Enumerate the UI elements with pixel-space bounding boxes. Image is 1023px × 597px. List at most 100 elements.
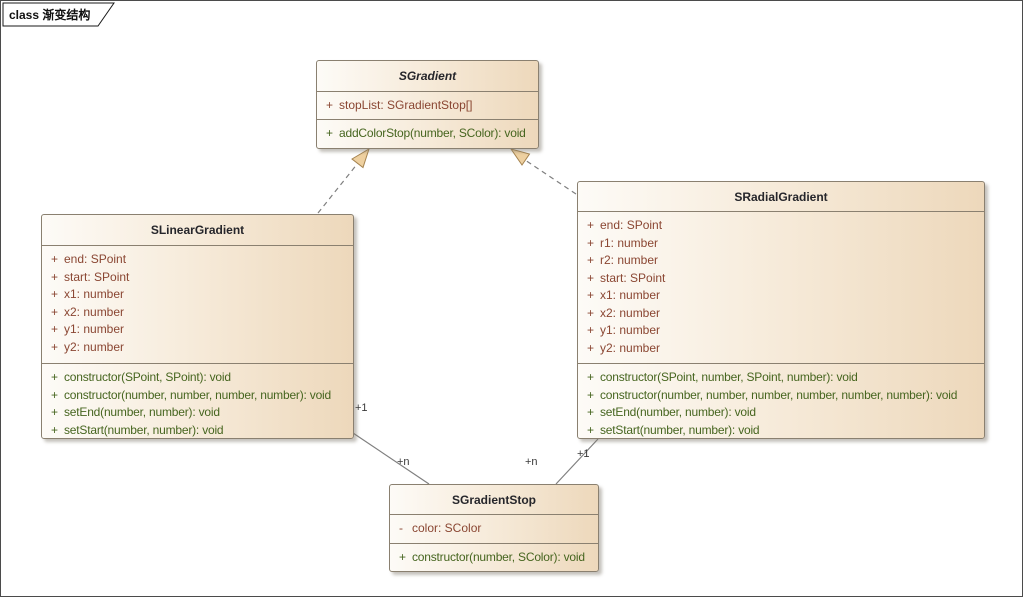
- operation-row: + setEnd(number, number): void: [578, 404, 984, 422]
- multiplicity-label-linear-target: +n: [397, 456, 410, 468]
- visibility-symbol: +: [587, 422, 595, 437]
- generalization-line-linear[interactable]: [317, 162, 359, 214]
- operation-row: + constructor(number, SColor): void: [390, 549, 598, 567]
- attribute-row: + x1: number: [42, 286, 353, 304]
- visibility-symbol: +: [587, 405, 595, 419]
- operation-row: + constructor(number, number, number, nu…: [42, 387, 353, 405]
- attribute-row: + start: SPoint: [42, 269, 353, 287]
- attribute-text: stopList: SGradientStop[]: [339, 98, 473, 112]
- operation-text: constructor(SPoint, number, SPoint, numb…: [600, 370, 858, 384]
- class-name-sgradient: SGradient: [317, 61, 538, 92]
- visibility-symbol: +: [326, 98, 334, 112]
- operation-row: + constructor(number, number, number, nu…: [578, 387, 984, 405]
- attribute-text: start: SPoint: [64, 269, 130, 284]
- visibility-symbol: +: [51, 322, 59, 336]
- attribute-text: r2: number: [600, 253, 659, 267]
- attributes-section: + end: SPoint + r1: number + r2: number …: [578, 212, 984, 364]
- operation-row: + setStart(number, number): void: [42, 422, 353, 440]
- visibility-symbol: +: [587, 340, 595, 355]
- operation-text: setStart(number, number): void: [600, 422, 760, 437]
- multiplicity-label-linear-source: +1: [355, 402, 368, 414]
- attribute-text: start: SPoint: [600, 270, 666, 285]
- class-name-sgradientstop: SGradientStop: [390, 485, 598, 515]
- visibility-symbol: +: [51, 287, 59, 301]
- operation-text: constructor(number, number, number, numb…: [64, 387, 331, 402]
- operation-text: setEnd(number, number): void: [600, 405, 756, 419]
- attribute-row: + y2: number: [42, 339, 353, 357]
- attribute-row: + y2: number: [578, 340, 984, 358]
- visibility-symbol: +: [587, 288, 595, 302]
- attribute-text: end: SPoint: [600, 218, 663, 232]
- attribute-row: + r2: number: [578, 252, 984, 270]
- attribute-text: r1: number: [600, 235, 659, 250]
- attribute-row: + x1: number: [578, 287, 984, 305]
- attribute-text: x2: number: [600, 305, 661, 320]
- attribute-row: + end: SPoint: [578, 217, 984, 235]
- visibility-symbol: +: [587, 387, 595, 402]
- attribute-row: + x2: number: [42, 304, 353, 322]
- visibility-symbol: +: [51, 422, 59, 437]
- attribute-row: + r1: number: [578, 235, 984, 253]
- visibility-symbol: +: [587, 253, 595, 267]
- association-line-radial-stop[interactable]: [555, 438, 599, 485]
- attribute-row: + y1: number: [42, 321, 353, 339]
- visibility-symbol: +: [51, 339, 59, 354]
- generalization-arrowhead-linear[interactable]: [351, 147, 370, 169]
- generalization-arrowhead-radial[interactable]: [509, 148, 531, 166]
- attribute-text: end: SPoint: [64, 252, 127, 266]
- visibility-symbol: +: [587, 235, 595, 250]
- operation-row: + addColorStop(number, SColor): void: [317, 125, 538, 143]
- generalization-line-radial[interactable]: [524, 159, 577, 195]
- attributes-section: + stopList: SGradientStop[]: [317, 92, 538, 120]
- attribute-text: y1: number: [600, 323, 661, 337]
- class-box-sradialgradient[interactable]: SRadialGradient + end: SPoint + r1: numb…: [577, 181, 985, 439]
- visibility-symbol: -: [399, 521, 403, 535]
- operation-row: + constructor(SPoint, SPoint): void: [42, 369, 353, 387]
- attribute-text: x1: number: [64, 287, 125, 301]
- multiplicity-label-radial-target: +n: [525, 456, 538, 468]
- class-box-slineargradient[interactable]: SLinearGradient + end: SPoint + start: S…: [41, 214, 354, 439]
- class-name-sradialgradient: SRadialGradient: [578, 182, 984, 212]
- visibility-symbol: +: [587, 270, 595, 285]
- visibility-symbol: +: [587, 218, 595, 232]
- class-box-sgradient[interactable]: SGradient + stopList: SGradientStop[] + …: [316, 60, 539, 149]
- attribute-row: - color: SColor: [390, 520, 598, 538]
- attribute-text: y1: number: [64, 322, 125, 336]
- attribute-text: color: SColor: [412, 521, 482, 535]
- operation-text: setEnd(number, number): void: [64, 405, 220, 419]
- multiplicity-label-radial-source: +1: [577, 448, 590, 460]
- attribute-text: x2: number: [64, 304, 125, 319]
- operations-section: + constructor(SPoint, SPoint): void + co…: [42, 364, 353, 439]
- attribute-row: + start: SPoint: [578, 270, 984, 288]
- visibility-symbol: +: [587, 370, 595, 384]
- frame-tab-label: class 渐变结构: [9, 8, 91, 22]
- attributes-section: - color: SColor: [390, 515, 598, 544]
- attribute-text: y2: number: [64, 339, 125, 354]
- visibility-symbol: +: [326, 126, 334, 140]
- operation-row: + constructor(SPoint, number, SPoint, nu…: [578, 369, 984, 387]
- attribute-row: + stopList: SGradientStop[]: [317, 97, 538, 115]
- visibility-symbol: +: [51, 252, 59, 266]
- operation-row: + setStart(number, number): void: [578, 422, 984, 440]
- operations-section: + addColorStop(number, SColor): void: [317, 120, 538, 148]
- class-box-sgradientstop[interactable]: SGradientStop - color: SColor + construc…: [389, 484, 599, 572]
- class-name-slineargradient: SLinearGradient: [42, 215, 353, 246]
- operation-text: setStart(number, number): void: [64, 422, 224, 437]
- operation-text: constructor(number, SColor): void: [412, 550, 585, 564]
- association-line-linear-stop[interactable]: [352, 432, 430, 485]
- visibility-symbol: +: [587, 305, 595, 320]
- visibility-symbol: +: [51, 304, 59, 319]
- frame-tab-shape: [2, 2, 115, 27]
- operation-row: + setEnd(number, number): void: [42, 404, 353, 422]
- visibility-symbol: +: [51, 387, 59, 402]
- operations-section: + constructor(SPoint, number, SPoint, nu…: [578, 364, 984, 439]
- attribute-row: + end: SPoint: [42, 251, 353, 269]
- attribute-text: y2: number: [600, 340, 661, 355]
- attribute-text: x1: number: [600, 288, 661, 302]
- attributes-section: + end: SPoint + start: SPoint + x1: numb…: [42, 246, 353, 364]
- operation-text: constructor(number, number, number, numb…: [600, 387, 958, 402]
- operation-text: constructor(SPoint, SPoint): void: [64, 370, 231, 384]
- visibility-symbol: +: [51, 269, 59, 284]
